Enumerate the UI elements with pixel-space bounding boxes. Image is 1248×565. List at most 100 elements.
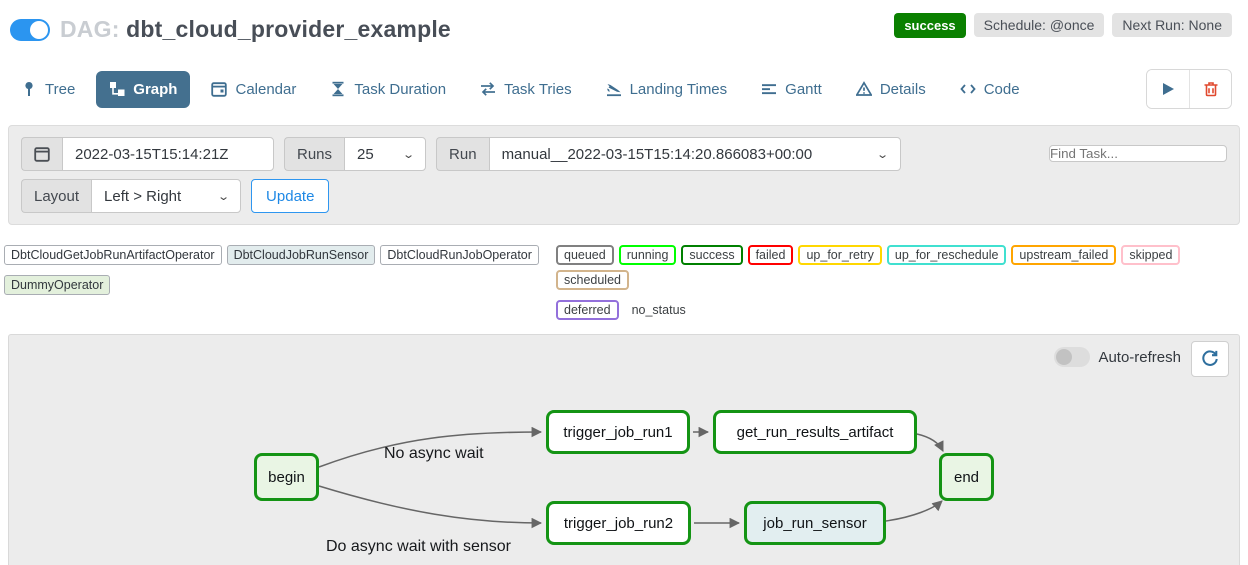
- edge-label: Do async wait with sensor: [326, 538, 511, 555]
- page-title: DAG: dbt_cloud_provider_example: [60, 16, 451, 43]
- tab-task-tries[interactable]: Task Tries: [467, 71, 585, 108]
- repeat-icon: [480, 81, 496, 97]
- tab-label: Task Tries: [504, 80, 572, 98]
- operator-badge: DbtCloudRunJobOperator: [380, 245, 539, 265]
- status-legend-badge: upstream_failed: [1011, 245, 1117, 265]
- find-task-wrap: [1049, 145, 1227, 163]
- details-icon: [855, 81, 872, 97]
- trigger-dag-button[interactable]: [1147, 70, 1189, 108]
- tab-code[interactable]: Code: [947, 71, 1033, 108]
- task-node-end[interactable]: end: [939, 453, 994, 501]
- operator-legend: DbtCloudGetJobRunArtifactOperator DbtClo…: [4, 245, 546, 295]
- play-icon: [1160, 81, 1176, 97]
- task-node-get-run-results-artifact[interactable]: get_run_results_artifact: [713, 410, 917, 454]
- task-node-trigger-job-run2[interactable]: trigger_job_run2: [546, 501, 691, 545]
- tab-graph[interactable]: Graph: [96, 70, 191, 108]
- status-legend-badge: failed: [747, 245, 794, 265]
- run-value: manual__2022-03-15T15:14:20.866083+00:00: [501, 145, 813, 163]
- calendar-icon: [211, 81, 228, 97]
- edge-label: No async wait: [384, 445, 484, 462]
- tab-label: Task Duration: [354, 80, 447, 98]
- tab-details[interactable]: Details: [843, 71, 939, 108]
- operator-badge: DummyOperator: [4, 275, 111, 295]
- dag-graph-panel: No async wait Do async wait with sensor …: [8, 334, 1240, 565]
- status-legend-badge: deferred: [556, 300, 619, 320]
- runs-value: 25: [357, 145, 374, 163]
- status-legend-badge: scheduled: [556, 270, 629, 290]
- code-icon: [960, 81, 976, 97]
- refresh-button[interactable]: [1191, 341, 1229, 377]
- status-legend: queued running success failed up_for_ret…: [556, 245, 1244, 320]
- base-date-calendar-button[interactable]: [21, 137, 62, 171]
- next-run-badge: Next Run: None: [1112, 13, 1232, 37]
- run-group: Run manual__2022-03-15T15:14:20.866083+0…: [436, 137, 901, 171]
- hourglass-icon: [330, 81, 346, 97]
- tab-label: Details: [879, 80, 926, 98]
- trash-icon: [1203, 81, 1219, 97]
- filter-panel: Runs 25 ⌄ Run manual__2022-03-15T15:14:2…: [8, 125, 1240, 225]
- auto-refresh-label: Auto-refresh: [1098, 348, 1181, 366]
- dag-header: DAG: dbt_cloud_provider_example success …: [0, 0, 1248, 43]
- update-button[interactable]: Update: [251, 179, 330, 213]
- tab-label: Calendar: [235, 80, 297, 98]
- tab-calendar[interactable]: Calendar: [198, 71, 309, 108]
- tab-tree[interactable]: Tree: [8, 71, 88, 108]
- refresh-icon: [1201, 350, 1219, 368]
- dag-edges: [318, 426, 944, 529]
- status-legend-badge: up_for_reschedule: [886, 245, 1007, 265]
- tab-label: Gantt: [785, 80, 822, 98]
- task-node-job-run-sensor[interactable]: job_run_sensor: [744, 501, 886, 545]
- status-badge: success: [894, 13, 966, 38]
- base-date-group: [21, 137, 274, 171]
- tab-label: Code: [983, 80, 1020, 98]
- dag-prefix: DAG:: [60, 16, 120, 42]
- task-node-begin[interactable]: begin: [254, 453, 319, 501]
- graph-icon: [109, 81, 125, 97]
- tab-task-duration[interactable]: Task Duration: [317, 71, 459, 108]
- tab-label: Graph: [133, 80, 178, 98]
- status-legend-badge: success: [681, 245, 743, 265]
- toggle-knob: [30, 20, 48, 39]
- run-label: Run: [436, 137, 489, 171]
- runs-label: Runs: [284, 137, 345, 171]
- legend: DbtCloudGetJobRunArtifactOperator DbtClo…: [4, 245, 1244, 320]
- header-badges: success Schedule: @once Next Run: None: [894, 13, 1232, 38]
- chevron-down-icon: ⌄: [401, 148, 415, 161]
- status-legend-badge: running: [618, 245, 677, 265]
- auto-refresh-toggle[interactable]: [1054, 347, 1091, 367]
- runs-group: Runs 25 ⌄: [284, 137, 427, 171]
- dag-pause-toggle[interactable]: [10, 18, 50, 41]
- view-tabbar: Tree Graph Calendar Task Duration Task T…: [8, 69, 1232, 109]
- layout-label: Layout: [21, 179, 92, 213]
- layout-value: Left > Right: [104, 187, 182, 205]
- runs-select[interactable]: 25 ⌄: [344, 137, 427, 171]
- operator-badge: DbtCloudGetJobRunArtifactOperator: [4, 245, 222, 265]
- tab-label: Landing Times: [629, 80, 728, 98]
- base-date-input[interactable]: [62, 137, 274, 171]
- run-select[interactable]: manual__2022-03-15T15:14:20.866083+00:00…: [488, 137, 901, 171]
- chevron-down-icon: ⌄: [216, 190, 230, 203]
- gantt-icon: [761, 81, 777, 97]
- status-legend-badge: no_status: [631, 303, 686, 317]
- calendar-icon: [34, 146, 50, 162]
- status-legend-badge: queued: [556, 245, 614, 265]
- chevron-down-icon: ⌄: [876, 148, 890, 161]
- layout-select[interactable]: Left > Right ⌄: [91, 179, 242, 213]
- layout-group: Layout Left > Right ⌄: [21, 179, 242, 213]
- auto-refresh-control: Auto-refresh: [1054, 347, 1181, 367]
- dag-action-buttons: [1146, 69, 1232, 109]
- status-legend-badge: up_for_retry: [798, 245, 882, 265]
- tab-label: Tree: [45, 80, 76, 98]
- tab-gantt[interactable]: Gantt: [748, 71, 835, 108]
- operator-badge: DbtCloudJobRunSensor: [226, 245, 376, 265]
- schedule-badge: Schedule: @once: [973, 13, 1105, 37]
- tab-landing-times[interactable]: Landing Times: [593, 71, 741, 108]
- dag-name: dbt_cloud_provider_example: [126, 16, 451, 42]
- delete-dag-button[interactable]: [1189, 70, 1231, 108]
- tree-icon: [21, 81, 37, 97]
- task-node-trigger-job-run1[interactable]: trigger_job_run1: [546, 410, 690, 454]
- find-task-input[interactable]: [1049, 145, 1227, 162]
- toggle-knob: [1056, 349, 1073, 365]
- status-legend-badge: skipped: [1121, 245, 1181, 265]
- plane-landing-icon: [606, 81, 622, 97]
